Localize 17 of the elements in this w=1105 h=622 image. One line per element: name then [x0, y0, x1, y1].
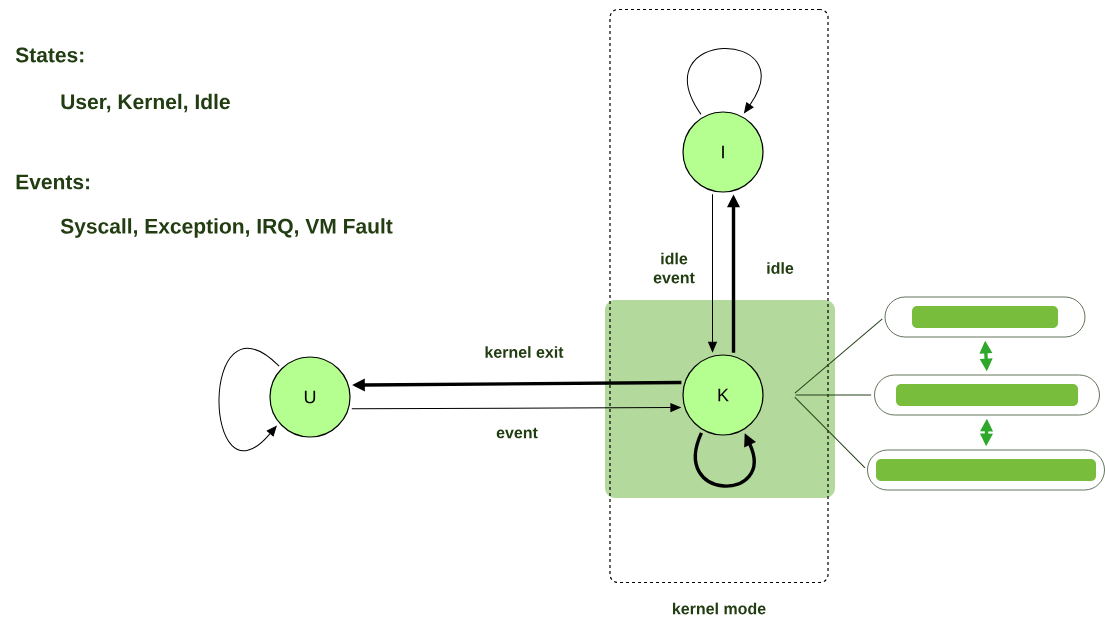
bar-slot: [867, 449, 1105, 491]
heading: Events:: [16, 174, 90, 190]
arrow: [694, 432, 756, 488]
arrow: [218, 348, 280, 452]
edge-label: idle event: [653, 252, 695, 284]
bar-slot: [874, 374, 1100, 416]
arrow: [687, 48, 762, 115]
heading: Syscall, Exception, IRQ, VM Fault: [60, 218, 393, 238]
bar-slot: [884, 296, 1086, 338]
heading: States:: [15, 47, 84, 63]
heading: User, Kernel, Idle: [61, 93, 230, 113]
arrow: [351, 403, 681, 412]
edge-label: kernel exit: [485, 346, 564, 358]
edge-label: idle: [767, 262, 794, 274]
edge-label: event: [496, 427, 538, 439]
frame-title: kernel mode: [673, 602, 766, 615]
arrow: [708, 193, 717, 352]
